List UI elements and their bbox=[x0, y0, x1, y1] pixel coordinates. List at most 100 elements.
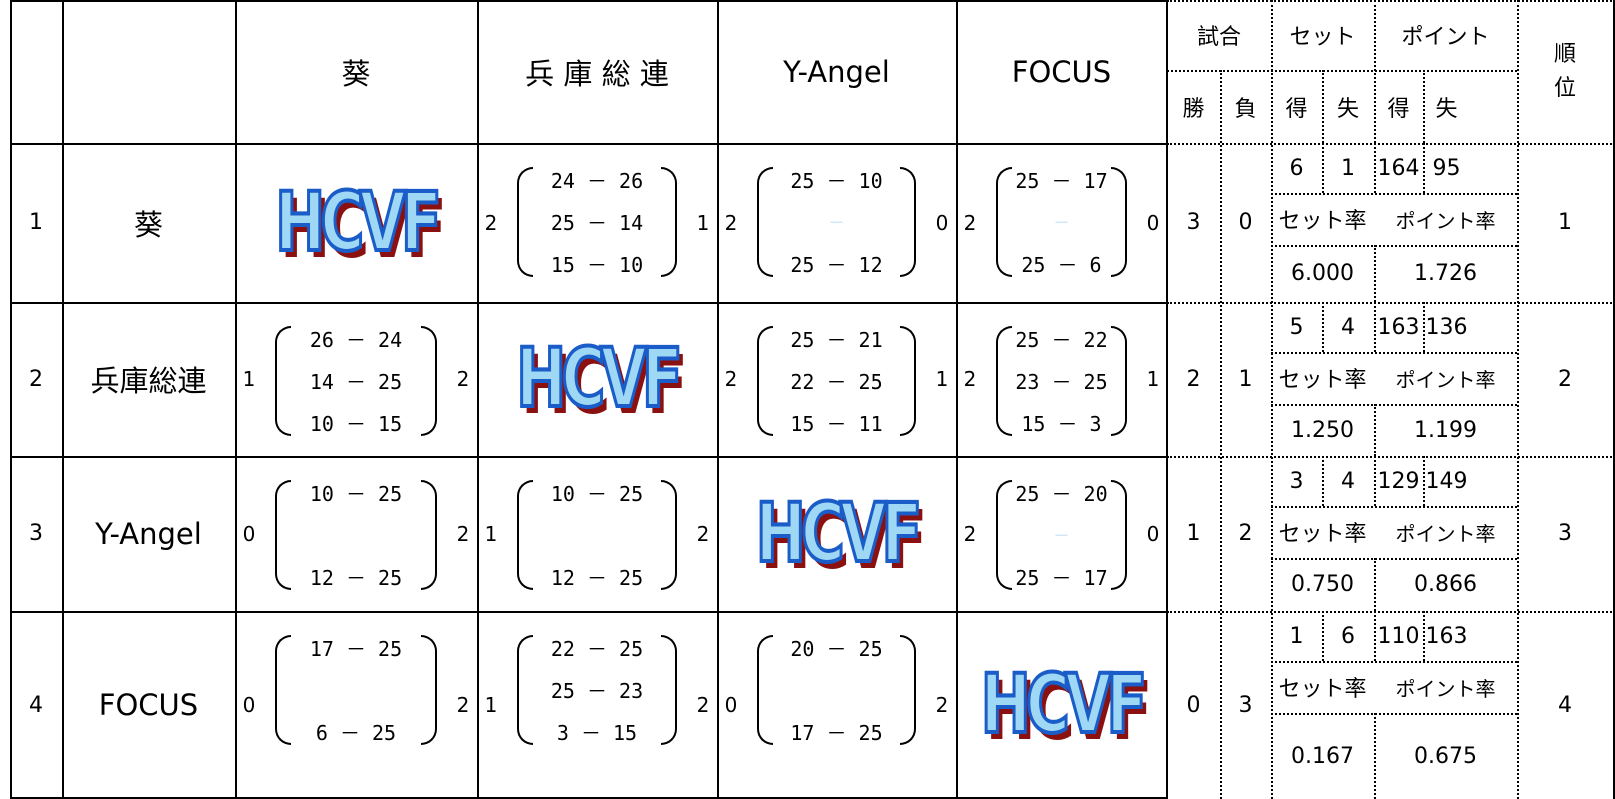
header-sets-gain: 得 bbox=[1285, 96, 1308, 122]
dotted-line bbox=[1167, 70, 1517, 72]
set-score: 23 － 25 bbox=[1015, 369, 1108, 394]
point-rate: 0.675 bbox=[1414, 743, 1477, 769]
hcvf-logo-text: HCVF bbox=[979, 656, 1149, 755]
dotted-line bbox=[1374, 143, 1376, 193]
brace-left bbox=[275, 635, 291, 745]
dotted-line bbox=[1374, 404, 1376, 456]
header-win: 勝 bbox=[1182, 96, 1205, 122]
points-lost: 163 bbox=[1425, 623, 1468, 649]
dotted-line bbox=[1374, 0, 1376, 143]
dotted-line bbox=[1423, 143, 1425, 193]
hcvf-logo: HCVF bbox=[477, 302, 717, 456]
match-sets-left: 1 bbox=[484, 693, 498, 717]
points-won: 164 bbox=[1377, 155, 1420, 181]
sets-won: 6 bbox=[1289, 155, 1304, 181]
dotted-line bbox=[1374, 558, 1376, 611]
match-sets-right: 2 bbox=[696, 521, 710, 546]
match-sets-left: 2 bbox=[724, 367, 738, 391]
dotted-line bbox=[1423, 456, 1425, 506]
rank: 3 bbox=[1558, 521, 1572, 546]
match-sets-right: 2 bbox=[935, 693, 949, 717]
brace-left bbox=[517, 167, 533, 277]
match-sets-left: 2 bbox=[724, 210, 738, 235]
grid-line bbox=[10, 456, 1167, 458]
set-score: 12 － 25 bbox=[550, 565, 644, 590]
brace-left bbox=[757, 167, 773, 277]
dotted-line bbox=[1167, 456, 1615, 458]
brace-right bbox=[900, 635, 916, 745]
grid-line bbox=[1166, 0, 1168, 799]
points-won: 110 bbox=[1377, 623, 1420, 649]
grid-line bbox=[717, 0, 719, 799]
header-matches: 試合 bbox=[1196, 25, 1241, 50]
header-sets-lose: 失 bbox=[1336, 96, 1359, 122]
hcvf-logo: HCVF bbox=[956, 611, 1167, 799]
point-rate-label: ポイント率 bbox=[1395, 521, 1496, 546]
set-score: 10 － 15 bbox=[309, 411, 403, 436]
match-sets-left: 2 bbox=[963, 210, 977, 235]
match-sets-right: 0 bbox=[1146, 521, 1160, 546]
brace-left bbox=[996, 480, 1012, 590]
brace-right bbox=[1111, 326, 1127, 436]
brace-right bbox=[661, 480, 677, 590]
match-sets-right: 0 bbox=[1146, 210, 1160, 235]
losses: 2 bbox=[1238, 521, 1253, 546]
set-score: 24 － 26 bbox=[550, 168, 644, 193]
dotted-line bbox=[1271, 0, 1273, 799]
header-points-lose: 失 bbox=[1435, 96, 1458, 122]
set-score: 25 － 14 bbox=[550, 210, 644, 235]
brace-left bbox=[757, 326, 773, 436]
match-sets-right: 2 bbox=[456, 693, 470, 717]
point-rate: 1.726 bbox=[1414, 261, 1477, 286]
set-score: 25 － 17 bbox=[1015, 168, 1108, 193]
losses: 1 bbox=[1238, 366, 1253, 392]
rank: 4 bbox=[1558, 692, 1572, 718]
set-score: 22 － 25 bbox=[790, 369, 883, 394]
set-score: 15 － 11 bbox=[790, 411, 883, 436]
grid-line bbox=[62, 0, 64, 799]
brace-right bbox=[1111, 167, 1127, 277]
dotted-line bbox=[1322, 70, 1324, 143]
grid-line bbox=[956, 0, 958, 799]
hcvf-logo: HCVF bbox=[235, 143, 477, 302]
match-sets-right: 2 bbox=[696, 693, 710, 717]
match-sets-left: 2 bbox=[963, 521, 977, 546]
grid-line bbox=[1613, 0, 1615, 799]
set-score: 12 － 25 bbox=[309, 565, 403, 590]
dotted-line bbox=[1423, 302, 1425, 352]
dotted-line bbox=[1517, 0, 1519, 799]
dotted-line bbox=[1167, 611, 1615, 613]
set-score: 25 － 23 bbox=[550, 678, 644, 703]
dotted-line bbox=[1322, 611, 1324, 661]
dotted-line bbox=[1167, 0, 1615, 2]
set-rate-label: セット率 bbox=[1278, 677, 1367, 702]
set-rate: 0.750 bbox=[1291, 572, 1354, 597]
match-sets-right: 1 bbox=[1146, 367, 1160, 391]
set-score bbox=[291, 516, 421, 552]
set-score: 25 － 6 bbox=[1021, 252, 1102, 277]
set-score: 25 － 10 bbox=[790, 168, 883, 193]
grid-line bbox=[10, 143, 1167, 145]
header-points: ポイント bbox=[1401, 25, 1490, 50]
grid-line bbox=[235, 0, 237, 799]
brace-right bbox=[1111, 480, 1127, 590]
losses: 0 bbox=[1238, 210, 1253, 235]
dotted-line bbox=[1271, 193, 1517, 195]
set-rate: 1.250 bbox=[1291, 417, 1354, 443]
sets-won: 1 bbox=[1289, 623, 1304, 649]
sets-lost: 4 bbox=[1341, 468, 1355, 494]
grid-line bbox=[10, 302, 1167, 304]
grid-line bbox=[10, 611, 1167, 613]
set-score: 10 － 25 bbox=[309, 481, 403, 506]
set-score: ― bbox=[830, 209, 843, 233]
dotted-line bbox=[1167, 302, 1615, 304]
point-rate: 1.199 bbox=[1414, 417, 1477, 443]
sets-won: 5 bbox=[1289, 314, 1304, 340]
brace-right bbox=[900, 167, 916, 277]
brace-left bbox=[275, 326, 291, 436]
header-points-gain: 得 bbox=[1387, 96, 1410, 122]
wins: 1 bbox=[1186, 521, 1201, 546]
team-name: 兵庫総連 bbox=[90, 364, 207, 398]
set-score: 25 － 21 bbox=[790, 327, 883, 352]
